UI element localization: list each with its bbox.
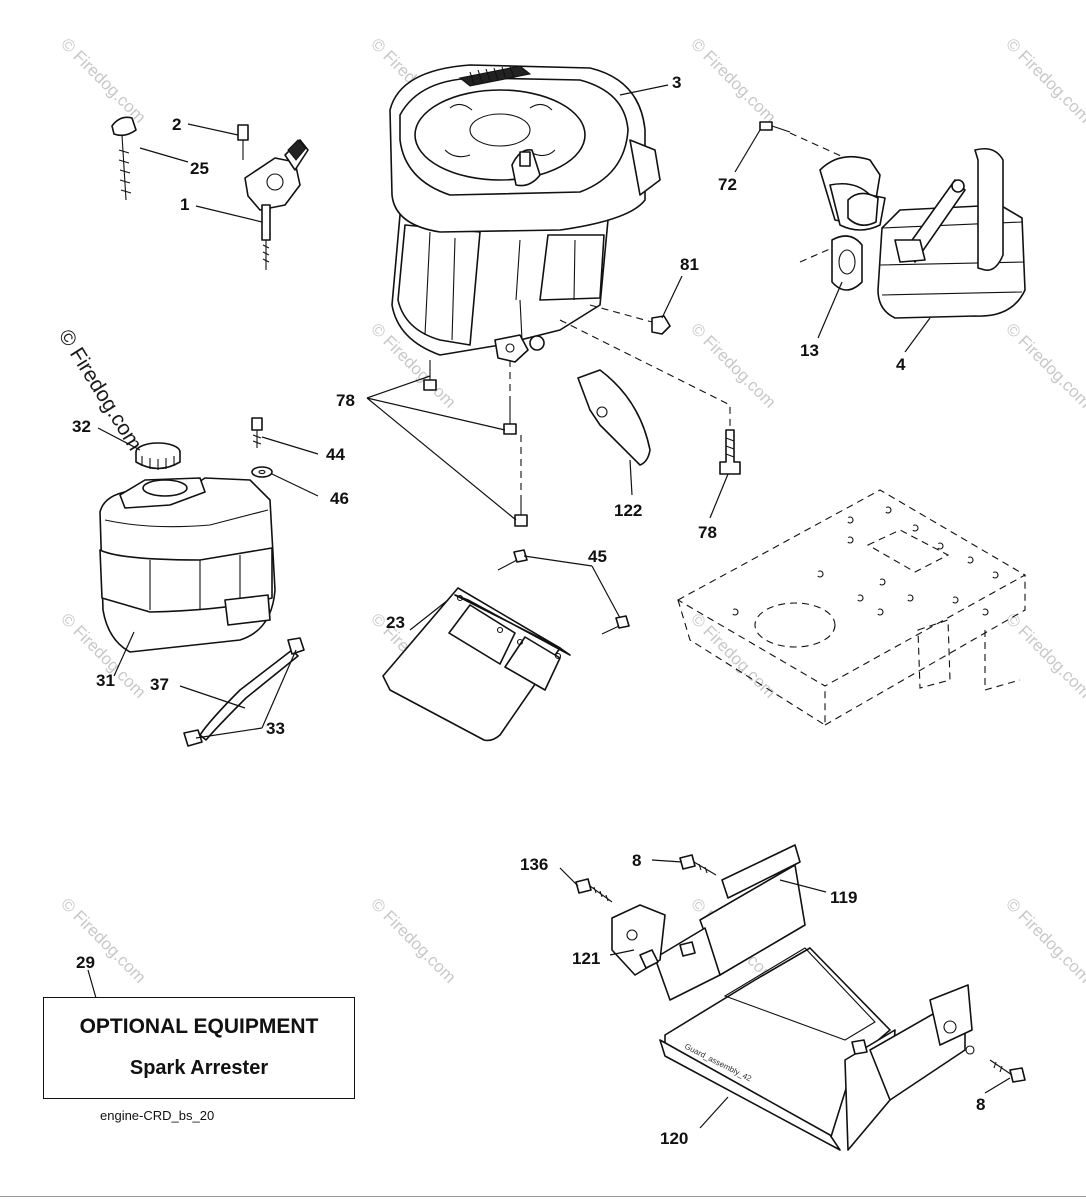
callout-25: 25: [190, 159, 209, 178]
fuel-cap-32: [135, 442, 181, 470]
watermark: © Firedog.com: [1002, 894, 1086, 986]
baffle-23: [382, 587, 571, 742]
optional-equipment-box: OPTIONAL EQUIPMENT Spark Arrester: [43, 997, 355, 1099]
engine: [389, 64, 661, 363]
callout-8-top: 8: [632, 851, 641, 870]
callout-45: 45: [588, 547, 607, 566]
callout-136: 136: [520, 855, 548, 874]
chassis-plate: [676, 489, 1027, 726]
callout-78-left: 78: [336, 391, 355, 410]
watermark: © Firedog.com: [57, 894, 149, 986]
fuel-tank-31: [99, 477, 276, 653]
fuel-hose-37: [183, 637, 305, 747]
bottom-divider: [0, 1196, 1086, 1197]
spark-arrester-label: Spark Arrester: [129, 1057, 269, 1079]
bolts-45: [497, 549, 630, 635]
watermark: © Firedog.com: [687, 34, 779, 126]
callout-119: 119: [830, 888, 857, 907]
callout-4: 4: [896, 355, 906, 374]
watermark: © Firedog.com: [367, 894, 459, 986]
callout-1: 1: [180, 195, 189, 214]
watermark-prominent: © Firedog.com: [54, 325, 147, 454]
bolt-8-right: [989, 1059, 1026, 1083]
bolt-136: [575, 878, 613, 903]
callout-29: 29: [76, 953, 95, 972]
watermark: © Firedog.com: [687, 609, 779, 701]
callout-78-right: 78: [698, 523, 717, 542]
callout-81: 81: [680, 255, 699, 274]
callout-13: 13: [800, 341, 819, 360]
callout-72: 72: [718, 175, 737, 194]
watermark: © Firedog.com: [1002, 319, 1086, 411]
guard-assembly: Guard_assembly_42: [611, 844, 975, 1151]
optional-equipment-title: OPTIONAL EQUIPMENT: [79, 1015, 319, 1038]
watermark: © Firedog.com: [57, 34, 149, 126]
callout-3: 3: [672, 73, 681, 92]
callout-33: 33: [266, 719, 285, 738]
callout-32: 32: [72, 417, 91, 436]
callout-8-right: 8: [976, 1095, 985, 1114]
shield-122: [577, 369, 651, 466]
muffler-4: [759, 121, 1026, 319]
bolt-fastener-guard: [679, 941, 868, 1055]
washer-46: [251, 466, 273, 478]
leader-lines: [87, 84, 1011, 1129]
callout-46: 46: [330, 489, 349, 508]
screw-44: [251, 417, 263, 448]
bolt-8-top: [679, 854, 717, 876]
watermark: © Firedog.com: [1002, 609, 1086, 701]
bolts-78: [423, 319, 741, 527]
screw-25: [111, 116, 137, 201]
callout-122: 122: [614, 501, 642, 520]
gasket-13: [799, 235, 863, 291]
nut-81: [589, 304, 671, 335]
callout-2: 2: [172, 115, 181, 134]
callout-44: 44: [326, 445, 345, 464]
callout-121: 121: [572, 949, 600, 968]
callout-31: 31: [96, 671, 115, 690]
callout-37: 37: [150, 675, 169, 694]
callout-120: 120: [660, 1129, 688, 1148]
throttle-control-1: [237, 124, 309, 270]
callouts: 3 2 25 1 72 81 13 4 78 78 122 32 44 46 4…: [72, 73, 985, 1148]
diagram-code: engine-CRD_bs_20: [100, 1108, 215, 1123]
watermark: © Firedog.com: [687, 319, 779, 411]
callout-23: 23: [386, 613, 405, 632]
watermark: © Firedog.com: [1002, 34, 1086, 126]
